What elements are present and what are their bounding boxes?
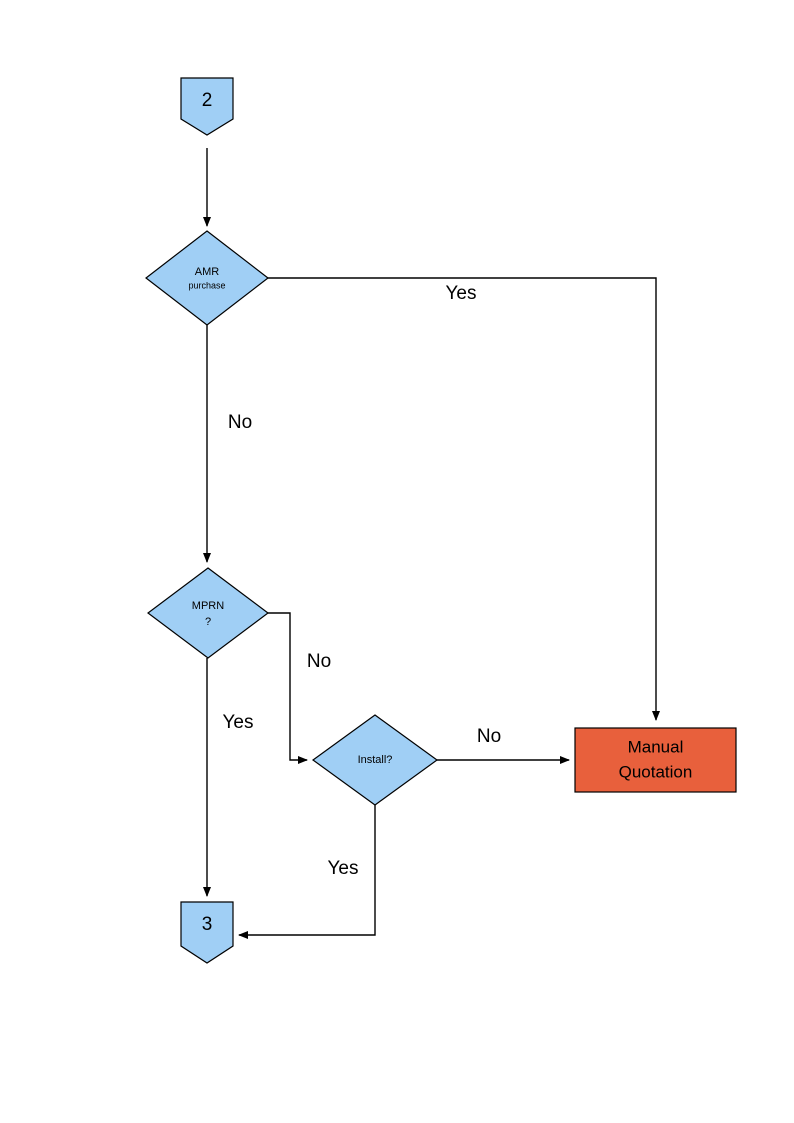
edge-label-amr-no: No [228,412,252,433]
decision-mprn-label-line2: ? [205,616,211,628]
node-connector-2[interactable]: 2 [180,77,234,136]
connector-3-label: 3 [202,914,213,935]
node-manual-quotation[interactable]: Manual Quotation [574,727,737,793]
decision-install-label: Install? [358,754,393,766]
edge-amr-yes [268,277,660,721]
off-page-connector-shape [180,901,234,964]
edge-label-mprn-yes: Yes [223,712,254,733]
edges-layer [203,148,660,939]
manual-quotation-label-line1: Manual [628,737,684,756]
node-connector-3[interactable]: 3 [180,901,234,964]
off-page-connector-shape [180,77,234,136]
process-box-shape [574,727,737,793]
node-decision-amr-purchase[interactable]: AMR purchase [145,230,269,326]
decision-amr-label-line1: AMR [195,266,220,278]
edge-label-install-yes: Yes [328,858,359,879]
decision-mprn-label-line1: MPRN [192,600,224,612]
node-decision-mprn[interactable]: MPRN ? [147,567,269,659]
decision-amr-label-line2: purchase [188,280,225,290]
decision-diamond-shape [145,230,269,326]
edge-labels-layer: Yes No No Yes No Yes [223,283,502,879]
edge-label-install-no: No [477,726,501,747]
edge-mprn-no [268,612,308,764]
decision-diamond-shape [147,567,269,659]
connector-2-label: 2 [202,90,213,111]
edge-label-amr-yes: Yes [446,283,477,304]
decision-diamond-shape [311,714,439,806]
manual-quotation-label-line2: Quotation [619,762,693,781]
node-decision-install[interactable]: Install? [311,714,439,806]
edge-label-mprn-no: No [307,651,331,672]
edge-install-yes [238,805,376,939]
